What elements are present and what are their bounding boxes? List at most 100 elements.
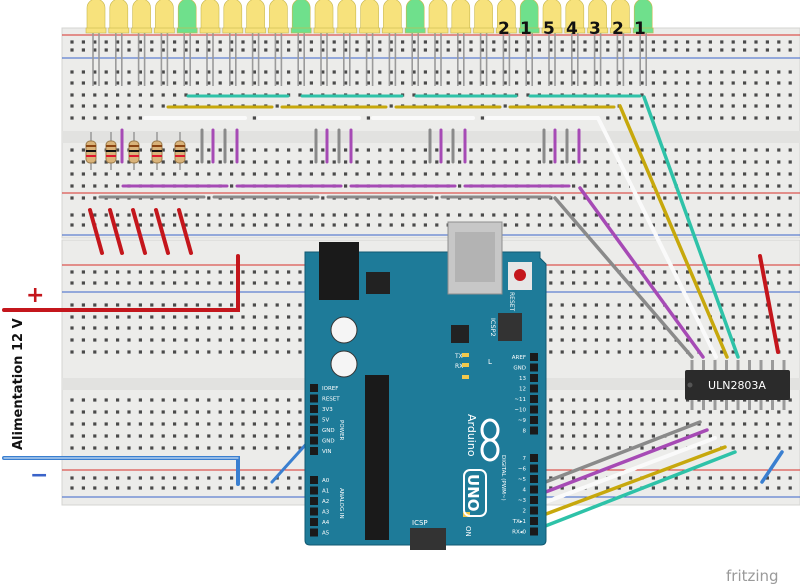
header-socket[interactable] xyxy=(530,426,538,435)
header-socket[interactable] xyxy=(310,436,318,445)
hole xyxy=(594,148,598,152)
hole xyxy=(480,160,484,164)
hole xyxy=(743,422,747,426)
hole xyxy=(218,338,222,342)
hole xyxy=(686,40,690,44)
hole xyxy=(195,270,199,274)
rx-label: RX xyxy=(455,363,463,370)
hole xyxy=(731,422,735,426)
header-socket[interactable] xyxy=(310,518,318,526)
hole xyxy=(537,40,541,44)
hole xyxy=(127,104,131,108)
header-socket[interactable] xyxy=(530,384,538,393)
hole xyxy=(606,116,610,120)
hole xyxy=(754,160,758,164)
hole xyxy=(93,476,97,480)
hole xyxy=(777,81,781,85)
hole xyxy=(412,70,416,74)
hole xyxy=(138,350,142,354)
hole xyxy=(93,446,97,450)
header-socket[interactable] xyxy=(530,395,538,403)
hole xyxy=(161,223,165,227)
hole xyxy=(138,315,142,319)
header-socket[interactable] xyxy=(530,454,538,462)
hole xyxy=(686,315,690,319)
header-socket[interactable] xyxy=(530,363,538,372)
hole xyxy=(127,486,131,490)
hole xyxy=(503,70,507,74)
header-socket[interactable] xyxy=(310,394,318,403)
header-socket[interactable] xyxy=(310,415,318,424)
hole xyxy=(492,148,496,152)
hole xyxy=(435,223,439,227)
header-socket[interactable] xyxy=(530,475,538,483)
header-socket[interactable] xyxy=(530,405,538,414)
hole xyxy=(207,338,211,342)
hole xyxy=(252,116,256,120)
hole xyxy=(104,434,108,438)
hole xyxy=(264,281,268,285)
header-socket[interactable] xyxy=(530,353,538,361)
header-socket[interactable] xyxy=(310,384,318,392)
hole xyxy=(788,281,792,285)
hole xyxy=(116,270,120,274)
header-socket[interactable] xyxy=(530,506,538,515)
hole xyxy=(355,160,359,164)
header-socket[interactable] xyxy=(310,405,318,413)
hole xyxy=(663,486,667,490)
hole xyxy=(184,270,188,274)
hole xyxy=(537,81,541,85)
hole xyxy=(640,172,644,176)
hole xyxy=(184,172,188,176)
hole xyxy=(526,160,530,164)
header-socket[interactable] xyxy=(310,447,318,455)
hole xyxy=(697,213,701,217)
hole xyxy=(173,446,177,450)
hole xyxy=(617,303,621,307)
header-socket[interactable] xyxy=(530,485,538,494)
header-socket[interactable] xyxy=(310,476,318,484)
hole xyxy=(93,434,97,438)
led-number: 2 xyxy=(498,19,510,39)
hole xyxy=(743,338,747,342)
hole xyxy=(572,270,576,274)
header-socket[interactable] xyxy=(310,497,318,505)
hole xyxy=(720,486,724,490)
header-socket[interactable] xyxy=(530,374,538,382)
header-socket[interactable] xyxy=(530,464,538,473)
hole xyxy=(252,81,256,85)
reset-button[interactable] xyxy=(514,269,526,281)
hole xyxy=(526,148,530,152)
hole xyxy=(116,40,120,44)
hole xyxy=(116,281,120,285)
hole xyxy=(287,172,291,176)
hole xyxy=(241,350,245,354)
hole xyxy=(264,40,268,44)
header-socket[interactable] xyxy=(530,517,538,525)
hole xyxy=(184,338,188,342)
hole xyxy=(549,303,553,307)
hole xyxy=(241,422,245,426)
header-socket[interactable] xyxy=(310,507,318,516)
hole xyxy=(754,446,758,450)
header-socket[interactable] xyxy=(310,426,318,434)
header-socket[interactable] xyxy=(530,527,538,536)
hole xyxy=(663,223,667,227)
hole xyxy=(184,93,188,97)
hole xyxy=(321,70,325,74)
hole xyxy=(252,223,256,227)
hole xyxy=(788,446,792,450)
header-socket[interactable] xyxy=(310,528,318,537)
header-socket[interactable] xyxy=(530,416,538,424)
hole xyxy=(560,281,564,285)
hole xyxy=(173,172,177,176)
hole xyxy=(697,184,701,188)
hole xyxy=(116,160,120,164)
header-socket[interactable] xyxy=(310,486,318,495)
hole xyxy=(70,315,74,319)
hole xyxy=(241,326,245,330)
header-socket[interactable] xyxy=(530,496,538,504)
hole xyxy=(708,350,712,354)
hole xyxy=(503,213,507,217)
hole xyxy=(344,184,348,188)
